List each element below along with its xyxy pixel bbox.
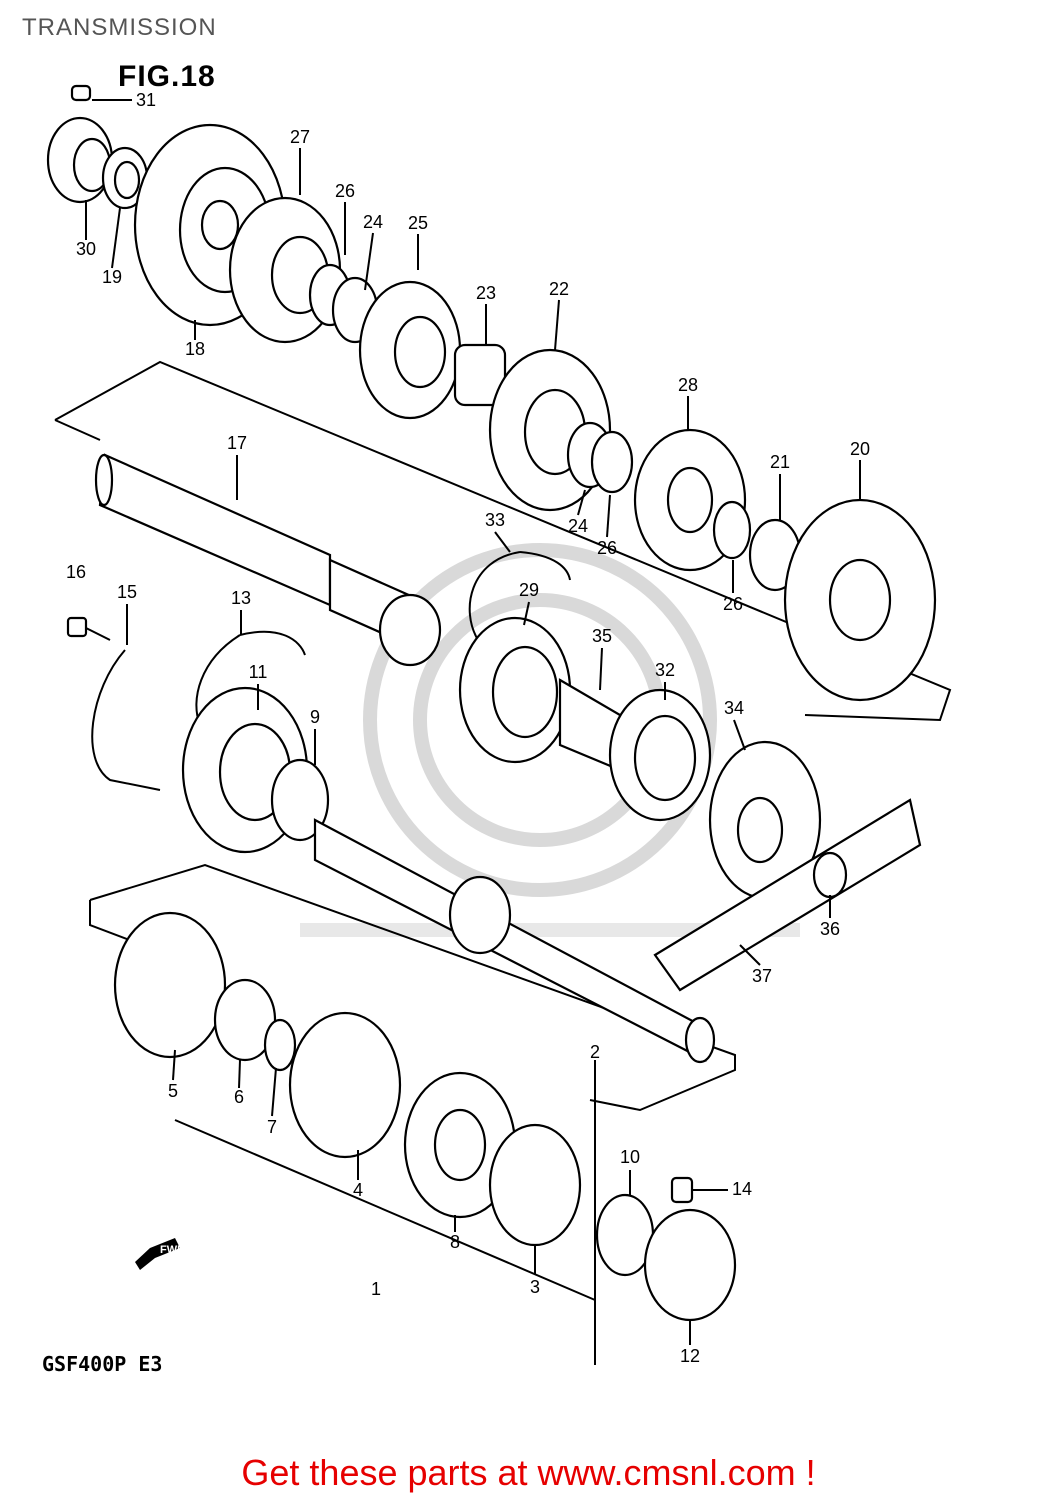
callout-1: 1 — [371, 1279, 381, 1299]
fwd-label: FWD — [160, 1244, 185, 1256]
fwd-arrow-icon: FWD — [135, 1238, 185, 1270]
callout-30: 30 — [76, 239, 96, 259]
callout-6: 6 — [234, 1087, 244, 1107]
callout-16: 16 — [66, 562, 86, 582]
callout-13: 13 — [231, 588, 251, 608]
mainshaft-2 — [313, 818, 716, 1064]
callout-21: 21 — [770, 452, 790, 472]
callout-36: 36 — [820, 919, 840, 939]
callout-24: 24 — [363, 212, 383, 232]
callout-2: 2 — [590, 1042, 600, 1062]
callout-10: 10 — [620, 1147, 640, 1167]
callout-23: 23 — [476, 283, 496, 303]
countershaft-17 — [94, 453, 442, 667]
callout-26: 26 — [335, 181, 355, 201]
callout-26b: 26 — [597, 538, 617, 558]
callout-3: 3 — [530, 1277, 540, 1297]
callout-20: 20 — [850, 439, 870, 459]
callout-28: 28 — [678, 375, 698, 395]
page-title: TRANSMISSION — [22, 14, 217, 41]
callout-15: 15 — [117, 582, 137, 602]
callout-25: 25 — [408, 213, 428, 233]
callout-19: 19 — [102, 267, 122, 287]
exploded-parts-diagram: FWD 31 27 26 24 25 30 19 18 23 22 17 28 … — [46, 84, 952, 1366]
figure-number: FIG.18 — [118, 60, 216, 93]
callout-24b: 24 — [568, 516, 588, 536]
callout-26c: 26 — [723, 594, 743, 614]
callout-12: 12 — [680, 1346, 700, 1366]
callout-11: 11 — [249, 662, 268, 682]
leader-lines — [85, 99, 861, 1345]
callout-33: 33 — [485, 510, 505, 530]
callout-labels: 31 27 26 24 25 30 19 18 23 22 17 28 21 2… — [66, 90, 870, 1366]
cta-link[interactable]: Get these parts at www.cmsnl.com ! — [241, 1452, 816, 1493]
callout-18: 18 — [185, 339, 205, 359]
frame-upper — [54, 360, 952, 722]
callout-14: 14 — [732, 1179, 752, 1199]
model-code: GSF400P E3 — [42, 1352, 163, 1376]
callout-31: 31 — [136, 90, 156, 110]
callout-9: 9 — [310, 707, 320, 727]
callout-17: 17 — [227, 433, 247, 453]
callout-27: 27 — [290, 127, 310, 147]
callout-37: 37 — [752, 966, 772, 986]
callout-5: 5 — [168, 1081, 178, 1101]
callout-32: 32 — [655, 660, 675, 680]
callout-35: 35 — [592, 626, 612, 646]
lower-gear-stack — [113, 911, 737, 1322]
callout-8: 8 — [450, 1232, 460, 1252]
callout-22: 22 — [549, 279, 569, 299]
frame-lower — [89, 863, 736, 1112]
callout-7: 7 — [267, 1117, 277, 1137]
upper-gear-stack — [46, 84, 937, 702]
callout-29: 29 — [519, 580, 539, 600]
callout-34: 34 — [724, 698, 744, 718]
callout-4: 4 — [353, 1180, 363, 1200]
